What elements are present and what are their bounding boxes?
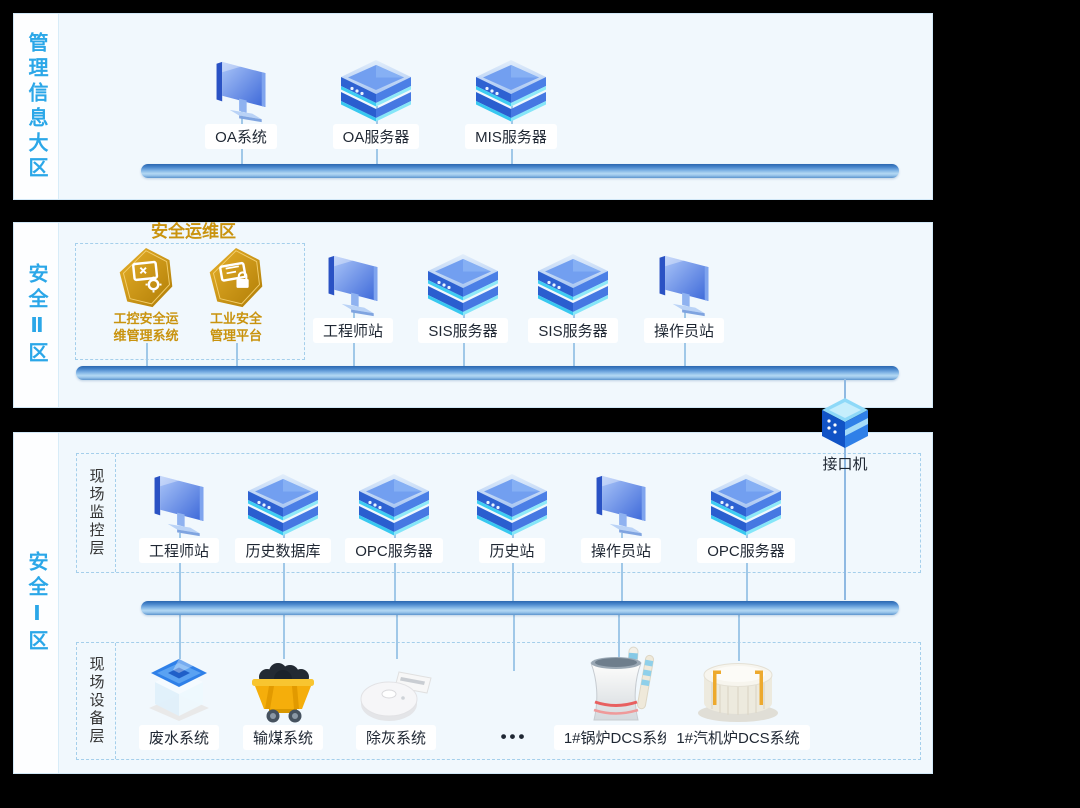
zone-title-security-1: 安全Ⅰ区 xyxy=(25,551,47,655)
ash-robot-icon xyxy=(331,649,461,725)
ops-area-box xyxy=(75,243,305,360)
node-opc-server: OPC服务器 xyxy=(686,464,806,563)
workstation-icon xyxy=(181,50,301,124)
node-operator-station: 操作员站 xyxy=(624,244,744,343)
server-icon xyxy=(334,464,454,538)
interface-machine-label: 接口机 xyxy=(822,456,868,473)
node-coal-transport-system: 输煤系统 xyxy=(218,649,348,750)
ellipsis-more-systems: ••• xyxy=(500,727,528,746)
server-icon xyxy=(223,464,343,538)
connector-line xyxy=(283,615,285,659)
server-icon xyxy=(452,464,572,538)
node-label: 1#锅炉DCS系统 xyxy=(553,725,683,750)
workstation-icon xyxy=(119,464,239,538)
node-engineer-station: 工程师站 xyxy=(293,244,413,343)
turbine-tank-icon xyxy=(658,649,818,725)
server-icon xyxy=(686,464,806,538)
node-label: 工控安全运 维管理系统 xyxy=(113,311,179,343)
layer-label-devices: 现场设备层 xyxy=(87,656,105,746)
node-label: 工程师站 xyxy=(312,318,393,343)
connector-line xyxy=(396,615,398,659)
node-label: OPC服务器 xyxy=(697,538,795,563)
network-bus xyxy=(141,601,899,615)
server-icon xyxy=(513,244,633,318)
node-boiler-dcs-system: 1#锅炉DCS系统 xyxy=(548,645,688,750)
interface-cube-icon xyxy=(820,397,870,451)
server-icon xyxy=(403,244,523,318)
connector-line xyxy=(179,533,181,601)
server-icon xyxy=(451,50,571,124)
zone-panel-management: 管理信息大区 OA系统 OA服务器 MIS服务器 xyxy=(13,13,933,200)
node-ics-security-ops: 工控安全运 维管理系统 xyxy=(91,247,201,345)
connector-line xyxy=(618,615,620,663)
monitoring-layer-box: 现场监控层 xyxy=(76,453,921,573)
node-label: 工业安全 管理平台 xyxy=(209,311,262,343)
node-turbine-dcs-system: 1#汽机炉DCS系统 xyxy=(658,649,818,750)
connector-line xyxy=(621,533,623,601)
workstation-icon xyxy=(561,464,681,538)
connector-line xyxy=(746,533,748,601)
node-sis-server: SIS服务器 xyxy=(403,244,523,343)
node-label: OA服务器 xyxy=(332,124,420,149)
zone-panel-security-2: 安全Ⅱ区 安全运维区 工控安全运 维管理系统 工业安全 管理平台 工程师站 xyxy=(13,222,933,408)
device-layer-box: 现场设备层 xyxy=(76,642,921,760)
layer-label-strip: 现场设备层 xyxy=(77,643,116,759)
node-label: MIS服务器 xyxy=(465,124,557,149)
zone-title-security-2: 安全Ⅱ区 xyxy=(25,263,47,367)
node-mis-server: MIS服务器 xyxy=(451,50,571,149)
zone-panel-security-1: 安全Ⅰ区 现场监控层 工程师站 历史数据库 OPC服务器 xyxy=(13,432,933,774)
node-wastewater-system: 废水系统 xyxy=(114,649,244,750)
zone-title-management: 管理信息大区 xyxy=(25,31,47,182)
node-label: SIS服务器 xyxy=(418,318,508,343)
node-history-station: 历史站 xyxy=(452,464,572,563)
hexagon-platform-icon xyxy=(181,247,291,309)
connector-line xyxy=(236,343,238,366)
node-engineer-station: 工程师站 xyxy=(119,464,239,563)
node-label: 操作员站 xyxy=(643,318,724,343)
connector-line xyxy=(179,615,181,659)
connector-line xyxy=(512,533,514,601)
node-label: 历史站 xyxy=(479,538,545,563)
connector-line xyxy=(283,533,285,601)
node-label: 输煤系统 xyxy=(242,725,323,750)
workstation-icon xyxy=(624,244,744,318)
zone-label-column: 管理信息大区 xyxy=(14,14,59,199)
node-industrial-security-platform: 工业安全 管理平台 xyxy=(181,247,291,345)
node-ash-removal-system: 除灰系统 xyxy=(331,649,461,750)
zone-label-column: 安全Ⅱ区 xyxy=(14,223,59,407)
connector-line xyxy=(513,615,515,671)
node-oa-system: OA系统 xyxy=(181,50,301,149)
node-opc-server: OPC服务器 xyxy=(334,464,454,563)
ops-area-title: 安全运维区 xyxy=(151,222,236,241)
node-label: 操作员站 xyxy=(580,538,661,563)
node-history-database: 历史数据库 xyxy=(223,464,343,563)
coal-cart-icon xyxy=(218,649,348,725)
node-label: 1#汽机炉DCS系统 xyxy=(666,725,810,750)
server-icon xyxy=(316,50,436,124)
zone-label-column: 安全Ⅰ区 xyxy=(14,433,59,773)
node-label: SIS服务器 xyxy=(528,318,618,343)
node-oa-server: OA服务器 xyxy=(316,50,436,149)
node-label: 历史数据库 xyxy=(235,538,331,563)
network-bus xyxy=(76,366,899,380)
layer-label-monitoring: 现场监控层 xyxy=(87,468,105,558)
node-sis-server: SIS服务器 xyxy=(513,244,633,343)
node-label: OPC服务器 xyxy=(345,538,443,563)
node-label: 除灰系统 xyxy=(355,725,436,750)
node-label: OA系统 xyxy=(205,124,277,149)
interface-connector-line xyxy=(844,379,846,600)
connector-line xyxy=(738,615,740,661)
node-label: 废水系统 xyxy=(138,725,219,750)
workstation-icon xyxy=(293,244,413,318)
network-bus xyxy=(141,164,899,178)
layer-label-strip: 现场监控层 xyxy=(77,454,116,572)
node-operator-station: 操作员站 xyxy=(561,464,681,563)
connector-line xyxy=(146,343,148,366)
node-label: 工程师站 xyxy=(138,538,219,563)
connector-line xyxy=(394,533,396,601)
